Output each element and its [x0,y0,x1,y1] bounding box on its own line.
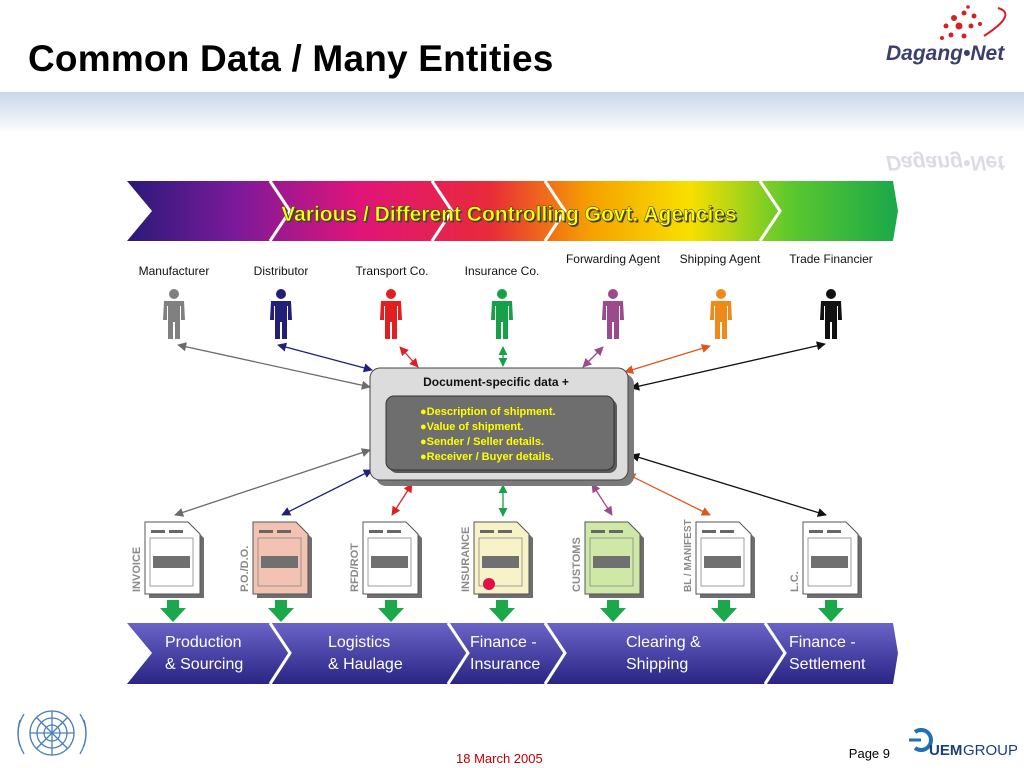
document-label: INSURANCE [460,527,472,592]
entity-label-transport: Transport Co. [355,264,429,278]
arrow-bl [626,473,711,516]
document-icon [473,521,533,598]
arrow-distributor [277,342,373,373]
stage-settlement-line2: Settlement [789,656,866,673]
stage-finance-insurance-line2: Insurance [470,656,540,673]
person-icon [270,289,292,339]
arrow-invoice [174,448,371,517]
person-icon [710,289,732,339]
person-icon [163,289,185,339]
stage-settlement-line1: Finance - [789,634,856,651]
entity-label-distributor: Distributor [253,264,309,278]
central-data-box: Document-specific data + ●Description of… [369,367,634,486]
person-icon [820,289,842,339]
stage-clearing-line1: Clearing & [626,634,701,651]
document-icon [695,521,755,598]
document-icon [584,521,644,598]
banner-text-shadow: Various / Different Controlling Govt. Ag… [283,205,738,228]
person-icon [602,289,624,339]
person-icon [380,289,402,339]
arrow-shipping [624,344,711,374]
arrow-podo [281,469,373,516]
central-item: ●Value of shipment. [420,421,524,433]
arrow-transport [399,346,419,368]
down-arrow-icon [818,600,844,622]
down-arrow-icon [711,600,737,622]
stage-production-line1: Production [165,634,242,651]
down-arrow-icon [160,600,186,622]
dagangnet-logo-text: Dagang•Net [886,42,1005,65]
entity-label-insurance: Insurance Co. [464,264,540,278]
stage-finance-insurance-line1: Finance - [470,634,537,651]
arrow-forwarding [582,346,604,368]
stage-logistics-line1: Logistics [328,634,390,651]
arrow-manufacturer [177,342,371,390]
document-icon [252,521,312,598]
central-item: ●Receiver / Buyer details. [420,451,554,463]
document-icon [802,521,862,598]
document-icon [362,521,422,598]
down-arrow-icon [378,600,404,622]
entity-label-forwarding: Forwarding Agent [565,252,661,266]
slide-date: 18 March 2005 [456,751,543,766]
stages-bar: Production & Sourcing Logistics & Haulag… [127,622,898,685]
uem-group-logo: UEM GROUP [909,728,1017,759]
arrow-lc [630,453,827,517]
document-label: P.O./D.O. [239,546,251,592]
document-label: RFD/ROT [349,543,361,592]
document-label: BL / MANIFEST [683,519,694,592]
agencies-banner: Various / Different Controlling Govt. Ag… [127,180,898,242]
uem-text: UEM [929,742,962,759]
document-label: INVOICE [131,547,143,592]
down-arrow-icon [600,600,626,622]
stage-production-line2: & Sourcing [165,656,243,673]
entity-label-shipping: Shipping Agent [679,252,761,266]
entity-label-financier: Trade Financier [789,252,873,266]
entity-label-manufacturer: Manufacturer [138,264,210,278]
banner-text: Various / Different Controlling Govt. Ag… [281,203,736,226]
uem-group-text: GROUP [963,742,1017,759]
arrow-rfd [391,483,413,516]
down-arrow-icon [268,600,294,622]
down-arrow-icon [489,600,515,622]
arrow-customs [591,483,613,516]
central-item: ●Sender / Seller details. [420,436,544,448]
central-heading: Document-specific data + [423,375,569,389]
central-item: ●Description of shipment. [420,406,556,418]
document-label: CUSTOMS [571,537,583,592]
slide-title: Common Data / Many Entities [28,38,554,79]
arrow-financier [630,341,826,391]
document-icon [144,521,204,598]
dagangnet-logo [940,5,1007,40]
document-label: L.C. [789,571,801,592]
page-number: Page 9 [848,746,890,761]
stage-clearing-line2: Shipping [626,656,688,673]
header-band [0,92,1024,134]
stage-logistics-line2: & Haulage [328,656,403,673]
person-icon [491,289,513,339]
un-emblem [17,710,87,756]
